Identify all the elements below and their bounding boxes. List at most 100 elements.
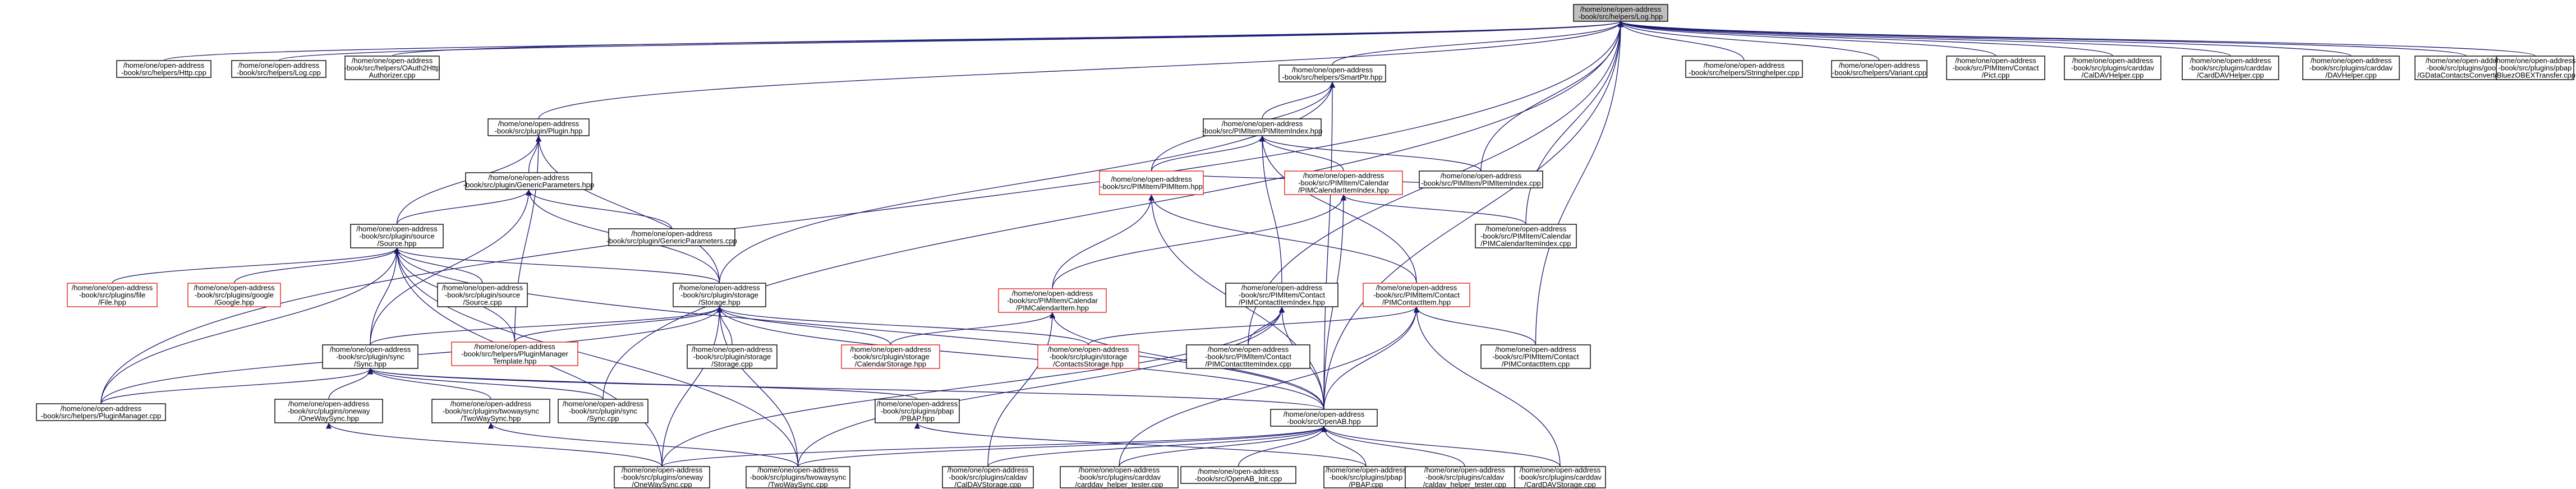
file-node-label: -book/src/plugin/storage [1050, 353, 1128, 361]
file-node[interactable]: /home/one/open-address-book/src/helpers/… [451, 342, 578, 366]
file-node-label: /CardDAVHelper.cpp [2197, 71, 2264, 80]
file-node[interactable]: /home/one/open-address-book/src/plugins/… [1514, 466, 1606, 489]
file-node[interactable]: /home/one/open-address-book/src/plugin/s… [350, 224, 444, 248]
file-node[interactable]: /home/one/open-address-book/src/plugins/… [1405, 466, 1525, 489]
file-node-box [1284, 170, 1403, 195]
file-node-label: /CalendarStorage.hpp [855, 360, 926, 368]
include-edge-n26-to-n17 [1052, 194, 1347, 289]
include-edge-n29-to-n25 [370, 306, 723, 345]
include-edge-n48-to-n41 [1321, 426, 1465, 467]
include-edge-n17-to-n14 [1259, 135, 1344, 172]
include-edge-n6-to-n0 [1617, 21, 1880, 61]
file-node[interactable]: /home/one/open-address-book/src/plugins/… [1060, 466, 1179, 489]
file-node[interactable]: /home/one/open-address-book/src/plugins/… [942, 466, 1034, 489]
file-node-label: -book/src/helpers/PluginManager.cpp [41, 412, 162, 420]
file-node-label: -book/src/plugins/carddav [1519, 473, 1602, 482]
file-node[interactable]: /home/one/open-address-book/src/helpers/… [1831, 60, 1928, 78]
file-node-label: /PBAP.cpp [1349, 481, 1383, 489]
file-node[interactable]: /home/one/open-address-book/src/helpers/… [344, 56, 440, 80]
file-node[interactable]: /home/one/open-address-book/src/plugins/… [431, 399, 550, 423]
file-node-label: /Google.hpp [214, 298, 254, 307]
file-node[interactable]: /home/one/open-address-book/src/OpenAB_I… [1180, 466, 1296, 484]
file-node[interactable]: /home/one/open-address-book/src/plugin/G… [463, 172, 594, 190]
file-node-label: -book/src/plugin/sync [336, 353, 405, 361]
root-node-log-hpp[interactable]: /home/one/open-address-book/src/helpers/… [1573, 4, 1668, 22]
include-edge-n38-to-n29 [367, 368, 491, 400]
file-node[interactable]: /home/one/open-address-book/src/PIMItem/… [1419, 170, 1543, 188]
include-edge-n43-to-n27 [797, 306, 1285, 467]
file-node-box [998, 288, 1107, 313]
file-node[interactable]: /home/one/open-address-book/src/plugin/s… [437, 283, 528, 307]
file-node[interactable]: /home/one/open-address-book/src/plugin/s… [841, 344, 940, 369]
file-node-label: /File.hpp [98, 298, 126, 307]
file-node[interactable]: /home/one/open-address-book/src/plugins/… [875, 399, 960, 423]
file-node[interactable]: /home/one/open-address-book/src/helpers/… [231, 60, 326, 78]
file-node-box [2064, 56, 2161, 80]
file-node[interactable]: /home/one/open-address-book/src/PIMItem/… [1284, 170, 1403, 195]
file-node[interactable]: /home/one/open-address-book/src/plugins/… [1323, 466, 1409, 489]
file-node[interactable]: /home/one/open-address-book/src/PIMItem/… [1475, 224, 1577, 248]
file-node[interactable]: /home/one/open-address-book/src/helpers/… [1278, 64, 1386, 82]
file-node-label: /OneWaySync.cpp [632, 481, 692, 489]
file-node-box [1685, 60, 1803, 78]
file-node[interactable]: /home/one/open-address-book/src/plugin/s… [322, 344, 418, 369]
file-node-label: -book/src/plugins/twowaysync [750, 473, 847, 482]
file-node[interactable]: /home/one/open-address-book/src/helpers/… [36, 403, 166, 421]
include-edge-n35-to-n28 [1413, 306, 1537, 345]
file-node-label: /home/one/open-address [1580, 5, 1662, 13]
file-node-label: /home/one/open-address [2311, 57, 2392, 65]
file-node[interactable]: /home/one/open-address-book/src/plugins/… [67, 283, 158, 307]
file-node[interactable]: /home/one/open-address-book/src/PIMItem/… [1363, 283, 1470, 307]
file-node-label: /home/one/open-address [238, 61, 320, 70]
file-node[interactable]: /home/one/open-address-book/src/plugins/… [614, 466, 710, 489]
file-node-box [687, 344, 778, 369]
file-node-label: -book/src/PIMItem/Calendar [1298, 179, 1390, 187]
file-node-label: Authorizer.cpp [369, 71, 415, 80]
file-node[interactable]: /home/one/open-address-book/src/plugins/… [746, 466, 850, 489]
file-node[interactable]: /home/one/open-address-book/src/plugins/… [2302, 56, 2400, 80]
file-node[interactable]: /home/one/open-address-book/src/OpenAB.h… [1270, 409, 1378, 427]
include-edge-n11-to-n0 [1618, 21, 2467, 57]
file-node-box [437, 283, 528, 307]
file-node[interactable]: /home/one/open-address-book/src/plugins/… [2182, 56, 2279, 80]
file-node-label: /PIMContactItem.cpp [1502, 360, 1570, 368]
file-node-label: /home/one/open-address [1208, 345, 1289, 354]
file-node-box [746, 466, 850, 488]
include-edge-n2-to-n0 [278, 21, 1623, 61]
file-node[interactable]: /home/one/open-address-book/src/plugin/s… [1037, 344, 1139, 369]
file-node-label: /PIMCalendarItemIndex.hpp [1298, 186, 1389, 195]
file-node-label: -book/src/plugins/oneway [621, 473, 703, 482]
file-node[interactable]: /home/one/open-address-book/src/PIMItem/… [1480, 344, 1591, 369]
include-edge-n32-to-n25 [716, 306, 891, 345]
file-node[interactable]: /home/one/open-address-book/src/plugins/… [2064, 56, 2161, 80]
file-node[interactable]: /home/one/open-address-book/src/plugins/… [2495, 56, 2576, 80]
file-node[interactable]: /home/one/open-address-book/src/PIMItem/… [1186, 344, 1310, 369]
file-node[interactable]: /home/one/open-address-book/src/plugin/P… [487, 118, 590, 136]
include-edge-n12-to-n0 [1618, 21, 2536, 57]
file-node-label: /home/one/open-address [442, 284, 523, 292]
file-node-label: /home/one/open-address [1303, 172, 1384, 180]
file-node-label: /GDataContactsConverter.cpp [2417, 71, 2514, 80]
file-node[interactable]: /home/one/open-address-book/src/PIMItem/… [998, 288, 1107, 313]
file-node-box [1573, 4, 1668, 22]
file-node[interactable]: /home/one/open-address-book/src/PIMItem/… [1946, 56, 2045, 80]
include-edge-n28-to-n14 [1259, 135, 1417, 284]
file-node[interactable]: /home/one/open-address-book/src/plugin/s… [687, 344, 778, 369]
file-node-label: -book/src/plugin/storage [852, 353, 930, 361]
include-edge-n25-to-n4 [719, 81, 1336, 284]
include-edge-n36-to-n19 [100, 247, 400, 404]
include-edge-n32-to-n26 [890, 312, 1056, 345]
file-node-box [614, 466, 710, 488]
file-node[interactable]: /home/one/open-address-book/src/PIMItem/… [1099, 170, 1204, 195]
file-node[interactable]: /home/one/open-address-book/src/plugins/… [274, 399, 383, 423]
file-node[interactable]: /home/one/open-address-book/src/PIMItem/… [1202, 118, 1323, 136]
file-node[interactable]: /home/one/open-address-book/src/PIMItem/… [1225, 283, 1338, 307]
file-node-box [1203, 118, 1322, 136]
file-node[interactable]: /home/one/open-address-book/src/helpers/… [116, 60, 211, 78]
file-node[interactable]: /home/one/open-address-book/src/plugin/s… [673, 283, 766, 307]
file-node[interactable]: /home/one/open-address-book/src/helpers/… [1685, 60, 1803, 78]
file-node[interactable]: /home/one/open-address-book/src/plugin/s… [558, 399, 648, 423]
file-node-label: /ContactsStorage.hpp [1053, 360, 1124, 368]
file-node[interactable]: /home/one/open-address-book/src/plugins/… [187, 283, 281, 307]
file-node[interactable]: /home/one/open-address-book/src/plugin/G… [606, 228, 737, 246]
